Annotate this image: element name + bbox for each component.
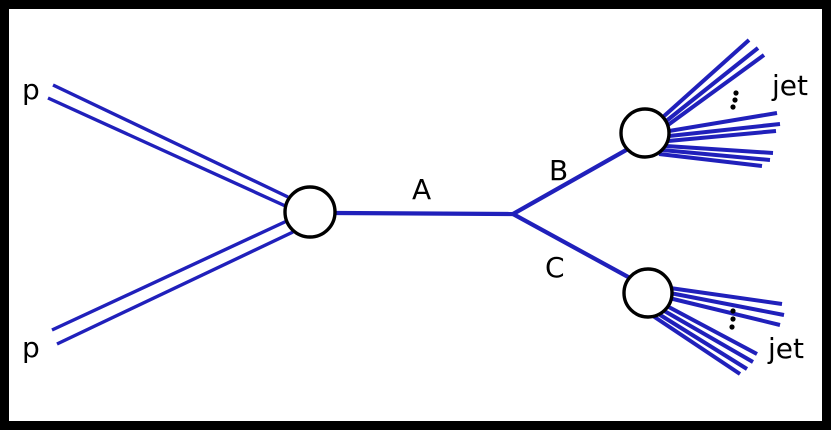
upper-jet-ray — [668, 122, 781, 138]
lower-jet-ray — [655, 311, 749, 371]
propagator-b — [511, 147, 630, 216]
upper-hadronization-vertex — [619, 107, 671, 159]
lower-hadronization-vertex — [622, 267, 674, 319]
upper-jet-ray — [666, 53, 766, 127]
upper-jet-ray — [658, 152, 763, 168]
lower-jet-ray — [669, 286, 783, 306]
lower-proton-beam-line — [56, 230, 294, 346]
hard-interaction-vertex — [283, 185, 337, 239]
upper-jet-ray — [665, 144, 774, 155]
propagator-c — [511, 212, 632, 280]
upper-jet-ellipsis-dot — [732, 97, 738, 103]
lower-jet-label: jet — [767, 332, 804, 365]
propagator-b-label: B — [549, 154, 568, 187]
lower-jet-ellipsis-dot — [729, 324, 735, 330]
upper-jet-ray — [663, 46, 760, 124]
lower-jet-ray — [669, 291, 785, 317]
upper-jet-ellipsis-dot — [733, 90, 739, 96]
vertices-group — [283, 107, 674, 319]
propagator-a-label: A — [412, 173, 431, 206]
lower-jet-ray — [660, 307, 754, 364]
lower-proton-beam-line — [51, 218, 290, 332]
upper-proton-beam-line — [52, 83, 289, 199]
propagator-a — [334, 210, 514, 217]
lower-proton-beam-label: p — [22, 331, 40, 364]
upper-proton-beam-line — [47, 96, 293, 211]
upper-jet-ray — [661, 148, 771, 162]
lower-jet-ray — [668, 296, 781, 327]
jets-group — [651, 38, 785, 376]
upper-proton-beam-label: p — [22, 73, 40, 106]
upper-jet-ellipsis-dot — [730, 104, 736, 110]
lower-jet-ellipsis-dot — [730, 308, 736, 314]
upper-jet-label: jet — [771, 69, 808, 102]
upper-jet-ray — [667, 129, 777, 143]
lower-jet-ray — [651, 314, 742, 376]
upper-jet-ray — [661, 38, 751, 119]
propagator-c-label: C — [545, 251, 565, 284]
lower-jet-ellipsis-dot — [730, 316, 736, 322]
lower-jet-ray — [664, 303, 758, 356]
upper-jet-ray — [668, 111, 778, 133]
incoming-beams-group — [47, 83, 294, 346]
jet-ellipsis-group — [729, 90, 739, 330]
propagators-group — [334, 147, 632, 280]
